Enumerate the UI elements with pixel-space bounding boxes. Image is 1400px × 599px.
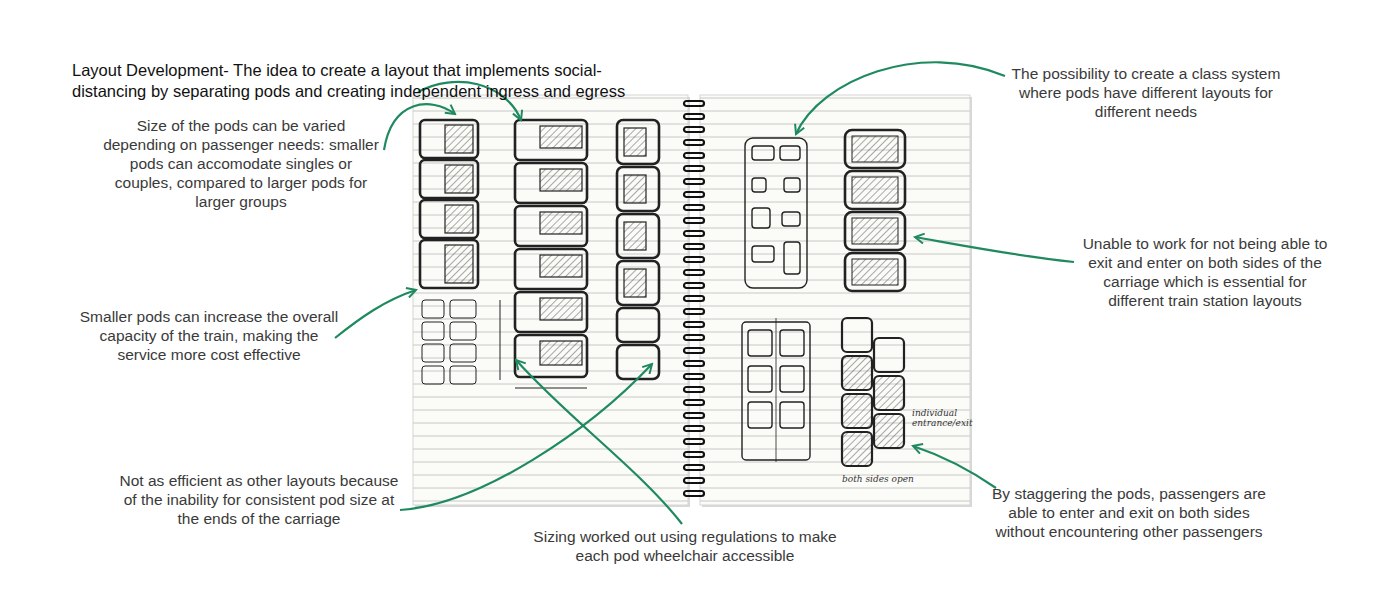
pod <box>422 366 444 384</box>
right-page <box>700 95 970 505</box>
pod <box>748 366 772 392</box>
seat <box>852 136 898 162</box>
seat <box>752 178 766 192</box>
seat <box>540 255 582 277</box>
seat <box>445 245 473 283</box>
annotation-text: Smaller pods can increase the overall ca… <box>78 307 340 364</box>
pod <box>617 261 659 305</box>
pod <box>874 376 904 410</box>
staggered-pods <box>842 318 904 466</box>
pod <box>845 171 905 209</box>
leader-arrow <box>400 364 652 510</box>
pod <box>515 249 587 289</box>
pod <box>420 120 478 158</box>
pod <box>780 330 804 356</box>
seat <box>784 242 800 274</box>
leader-arrows <box>335 62 1074 524</box>
leader-arrow <box>335 290 416 338</box>
annotation-text: The possibility to create a class system… <box>1000 64 1292 121</box>
pod <box>515 163 587 203</box>
pod <box>842 318 872 352</box>
pod <box>515 206 587 246</box>
pod-sketches-left <box>420 120 659 388</box>
dimension-line <box>515 388 587 389</box>
pod <box>845 253 905 291</box>
handwritten-note: both sides open <box>842 474 932 484</box>
pod <box>450 344 476 362</box>
leader-arrow <box>913 446 996 488</box>
seat <box>852 218 898 244</box>
seat <box>624 269 646 297</box>
pod <box>845 130 905 168</box>
leader-arrow <box>384 104 455 150</box>
seat <box>752 146 774 160</box>
class-layout <box>745 138 807 288</box>
pod <box>450 366 476 384</box>
seat <box>445 125 473 153</box>
seat <box>624 175 646 203</box>
pod <box>450 300 476 318</box>
seat <box>624 128 646 156</box>
leader-arrow <box>796 62 1005 134</box>
pod <box>780 366 804 392</box>
leader-arrow <box>516 360 682 524</box>
seat <box>540 212 582 234</box>
annotation-text: Not as efficient as other layouts becaus… <box>118 471 400 528</box>
seat <box>852 259 898 285</box>
pod <box>617 167 659 211</box>
pod <box>617 214 659 258</box>
pod <box>422 300 444 318</box>
seat <box>624 222 646 250</box>
dimension-line <box>500 300 501 380</box>
pod-sketches-right <box>742 130 905 466</box>
pod <box>617 308 659 342</box>
pod <box>515 292 587 332</box>
seat <box>540 126 582 148</box>
left-page <box>413 95 688 505</box>
pod <box>748 330 772 356</box>
pod <box>842 356 872 390</box>
pod <box>515 120 587 160</box>
aisle-line <box>776 318 777 462</box>
seat <box>540 169 582 191</box>
seat <box>752 208 770 228</box>
pod <box>422 322 444 340</box>
annotation-text: Size of the pods can be varied depending… <box>100 116 382 211</box>
pod <box>874 338 904 372</box>
ruled-lines <box>700 95 970 505</box>
pod <box>420 200 478 238</box>
annotation-text: Unable to work for not being able to exi… <box>1080 234 1330 310</box>
annotation-text: By staggering the pods, passengers are a… <box>990 484 1268 541</box>
handwritten-note: individual entrance/exit <box>912 408 970 428</box>
seat <box>752 246 774 262</box>
leader-arrow <box>915 237 1074 262</box>
pod <box>845 212 905 250</box>
seat <box>540 298 582 320</box>
annotation-text: Sizing worked out using regulations to m… <box>522 527 848 565</box>
pod <box>874 414 904 448</box>
ruled-lines <box>413 95 688 505</box>
seat <box>784 178 800 192</box>
spiral-binding <box>682 98 706 502</box>
notebook <box>413 95 972 507</box>
pod <box>842 432 872 466</box>
title-text: Layout Development- The idea to create a… <box>72 60 672 102</box>
pod <box>450 322 476 340</box>
seat <box>445 205 473 233</box>
pod <box>842 394 872 428</box>
hatched-pods <box>845 130 905 291</box>
pod <box>748 402 772 428</box>
seat <box>445 165 473 193</box>
seat <box>540 341 582 365</box>
pod <box>617 345 659 379</box>
small-pod-grid <box>422 300 476 384</box>
pod <box>780 402 804 428</box>
pod <box>420 160 478 198</box>
pod <box>422 344 444 362</box>
seat <box>852 177 898 203</box>
pod <box>420 240 478 288</box>
seat <box>782 212 800 226</box>
seat <box>780 146 800 160</box>
pod <box>617 120 659 164</box>
